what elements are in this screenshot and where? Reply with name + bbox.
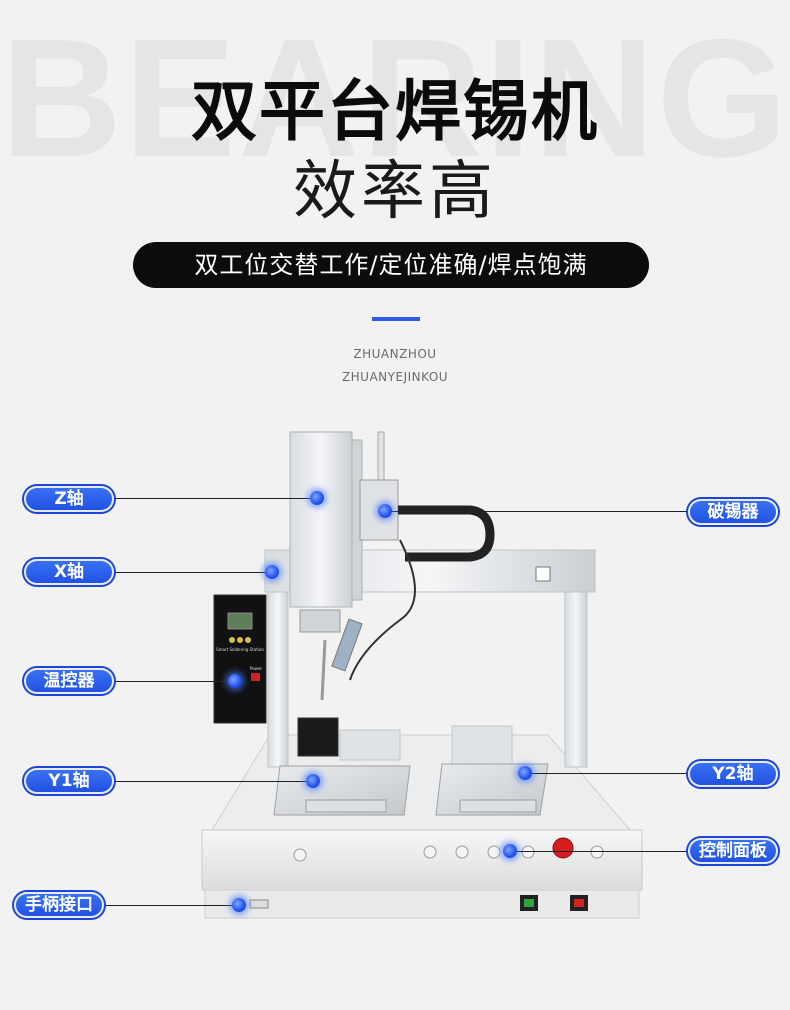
page-subtitle: 效率高 — [293, 155, 497, 229]
leader-temp-controller — [115, 681, 235, 682]
controller-power-text: Power — [250, 666, 262, 671]
label-tin-breaker: 破锡器 — [688, 499, 778, 525]
page-title: 双平台焊锡机 — [191, 73, 599, 150]
marker-tin-breaker — [378, 504, 392, 518]
label-control-panel: 控制面板 — [688, 838, 778, 864]
leader-handle-port — [105, 905, 239, 906]
marker-x-axis — [265, 565, 279, 579]
marker-handle-port — [232, 898, 246, 912]
marker-y1-axis — [306, 774, 320, 788]
leader-y2-axis — [526, 773, 688, 774]
controller-screen-text: Smart Soldering Station — [216, 647, 264, 652]
label-y2-axis: Y2轴 — [688, 761, 778, 787]
caption-line-2: ZHUANYEJINKOU — [341, 370, 449, 384]
leader-tin-breaker — [386, 511, 688, 512]
label-handle-port: 手柄接口 — [14, 892, 104, 918]
marker-temp-controller — [228, 674, 242, 688]
leader-x-axis — [115, 572, 270, 573]
leader-y1-axis — [115, 781, 313, 782]
marker-z-axis — [310, 491, 324, 505]
label-temp-controller: 温控器 — [24, 668, 114, 694]
caption-line-1: ZHUANZHOU — [353, 347, 437, 361]
label-x-axis: X轴 — [24, 559, 114, 585]
background-watermark-word: BEARING — [0, 14, 790, 182]
label-z-axis: Z轴 — [24, 486, 114, 512]
feature-pill: 双工位交替工作/定位准确/焊点饱满 — [133, 242, 649, 288]
marker-control-panel — [503, 844, 517, 858]
leader-z-axis — [115, 498, 315, 499]
marker-y2-axis — [518, 766, 532, 780]
accent-divider — [372, 317, 420, 321]
label-y1-axis: Y1轴 — [24, 768, 114, 794]
leader-control-panel — [510, 851, 688, 852]
